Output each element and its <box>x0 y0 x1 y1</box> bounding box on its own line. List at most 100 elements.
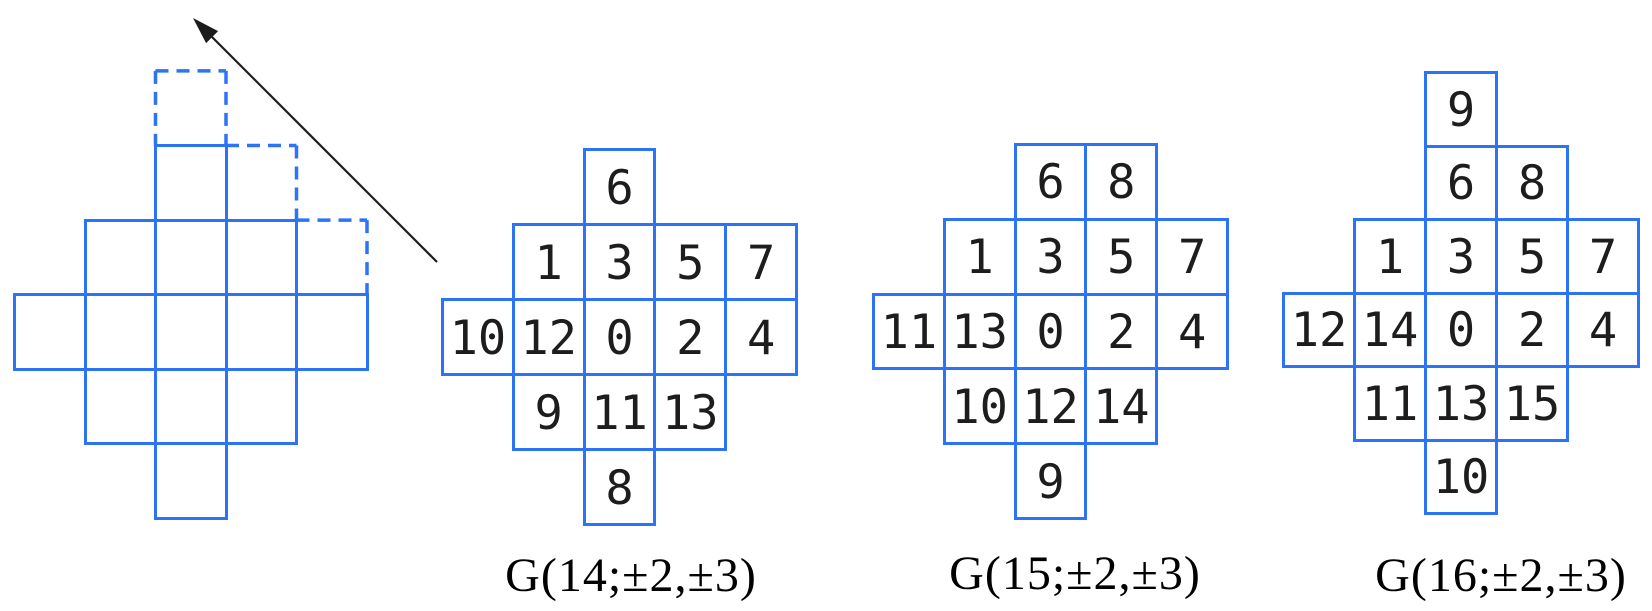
figure-label-g16: G(16;±2,±3) <box>1375 549 1627 602</box>
cell-value: 15 <box>1503 376 1561 432</box>
g14-cell: 10 <box>441 298 515 376</box>
cell-value: 1 <box>534 235 563 291</box>
g16-cell: 10 <box>1424 438 1498 515</box>
g15-cell: 4 <box>1155 292 1229 371</box>
g15-cell: 14 <box>1084 367 1159 446</box>
g14-cell: 9 <box>511 373 586 451</box>
g16-cell: 4 <box>1566 291 1640 368</box>
g15-cell: 5 <box>1084 217 1159 296</box>
cell-value: 11 <box>880 304 938 360</box>
g14-cell: 8 <box>582 448 657 526</box>
cell-value: 0 <box>1446 303 1476 359</box>
g16-cell: 2 <box>1495 291 1569 368</box>
cell-value: 14 <box>1092 379 1150 435</box>
cell-value: 9 <box>1036 454 1065 510</box>
g15-cell: 12 <box>1013 367 1088 446</box>
g15-cell: 13 <box>942 292 1017 371</box>
cell-value: 6 <box>605 160 634 216</box>
cell-value: 12 <box>1290 303 1348 359</box>
g15-cell: 9 <box>1013 442 1088 520</box>
g14-cell: 3 <box>582 223 657 301</box>
base-shape-cell <box>224 293 298 371</box>
base-shape-cell <box>224 367 298 446</box>
cell-value: 4 <box>1588 303 1618 359</box>
g16-cell: 15 <box>1495 365 1569 442</box>
g16-cell: 13 <box>1424 365 1498 442</box>
cell-value: 7 <box>1588 229 1618 285</box>
g15-cell: 1 <box>942 217 1017 296</box>
cell-value: 3 <box>1446 229 1476 285</box>
cell-value: 0 <box>605 310 634 366</box>
g15-cell: 0 <box>1013 292 1088 371</box>
base-shape-cell <box>154 218 228 297</box>
cell-value: 11 <box>1361 376 1419 432</box>
g16-cell: 12 <box>1282 291 1356 368</box>
base-shape-cell <box>224 218 298 297</box>
figure-label-g14: G(14;±2,±3) <box>505 549 757 602</box>
g15-cell: 2 <box>1084 292 1159 371</box>
base-shape-cell <box>83 293 157 371</box>
cell-value: 11 <box>591 385 648 441</box>
base-shape-cell <box>154 144 228 222</box>
cell-value: 6 <box>1446 156 1476 212</box>
cell-value: 12 <box>1022 379 1079 435</box>
g16-cell: 8 <box>1495 144 1569 221</box>
cell-value: 9 <box>534 385 563 441</box>
base-shape-cell <box>154 442 228 520</box>
g16-cell: 1 <box>1353 218 1427 295</box>
g14-cell: 13 <box>653 373 728 451</box>
g14-cell: 4 <box>724 298 798 376</box>
cell-value: 13 <box>661 385 719 441</box>
translation-arrow-head <box>193 18 219 44</box>
cell-value: 2 <box>1107 304 1136 360</box>
base-shape-cell <box>83 218 157 297</box>
g14-cell: 2 <box>653 298 728 376</box>
g16-cell: 14 <box>1353 291 1427 368</box>
g16-cell: 5 <box>1495 218 1569 295</box>
cell-value: 6 <box>1036 155 1065 211</box>
cell-value: 13 <box>1432 376 1490 432</box>
cell-value: 4 <box>746 310 776 366</box>
cell-value: 2 <box>1517 303 1547 359</box>
g16-cell: 9 <box>1424 71 1498 148</box>
g15-cell: 6 <box>1013 143 1088 221</box>
base-shape-cell <box>154 367 228 446</box>
cell-value: 2 <box>676 310 705 366</box>
cell-value: 3 <box>1036 230 1065 286</box>
g15-cell: 7 <box>1155 217 1229 296</box>
g16-cell: 7 <box>1566 218 1640 295</box>
cell-value: 8 <box>1107 155 1136 211</box>
cell-value: 5 <box>1517 229 1547 285</box>
cell-value: 1 <box>1375 229 1405 285</box>
g14-cell: 1 <box>511 223 586 301</box>
cell-value: 10 <box>1432 450 1490 506</box>
cell-value: 5 <box>1107 230 1136 286</box>
g14-cell: 11 <box>582 373 657 451</box>
cell-value: 13 <box>951 304 1008 360</box>
g15-cell: 3 <box>1013 217 1088 296</box>
g16-cell: 3 <box>1424 218 1498 295</box>
cell-value: 5 <box>676 235 705 291</box>
cell-value: 10 <box>951 379 1008 435</box>
g15-cell: 11 <box>872 292 946 371</box>
cell-value: 8 <box>1517 156 1547 212</box>
g14-cell: 6 <box>582 148 657 226</box>
cell-value: 1 <box>965 230 994 286</box>
g14-cell: 0 <box>582 298 657 376</box>
cell-value: 12 <box>520 310 577 366</box>
figure-label-g15: G(15;±2,±3) <box>949 547 1201 600</box>
base-shape-cell <box>13 293 87 371</box>
cell-value: 10 <box>449 310 507 366</box>
g14-cell: 12 <box>511 298 586 376</box>
g16-cell: 0 <box>1424 291 1498 368</box>
g14-cell: 5 <box>653 223 728 301</box>
cell-value: 7 <box>746 235 776 291</box>
base-shape-cell <box>295 293 369 371</box>
g14-cell: 7 <box>724 223 798 301</box>
base-shape-cell <box>83 367 157 446</box>
cell-value: 14 <box>1361 303 1419 359</box>
cell-value: 7 <box>1177 230 1207 286</box>
base-shape-cell <box>154 293 228 371</box>
g15-cell: 10 <box>942 367 1017 446</box>
